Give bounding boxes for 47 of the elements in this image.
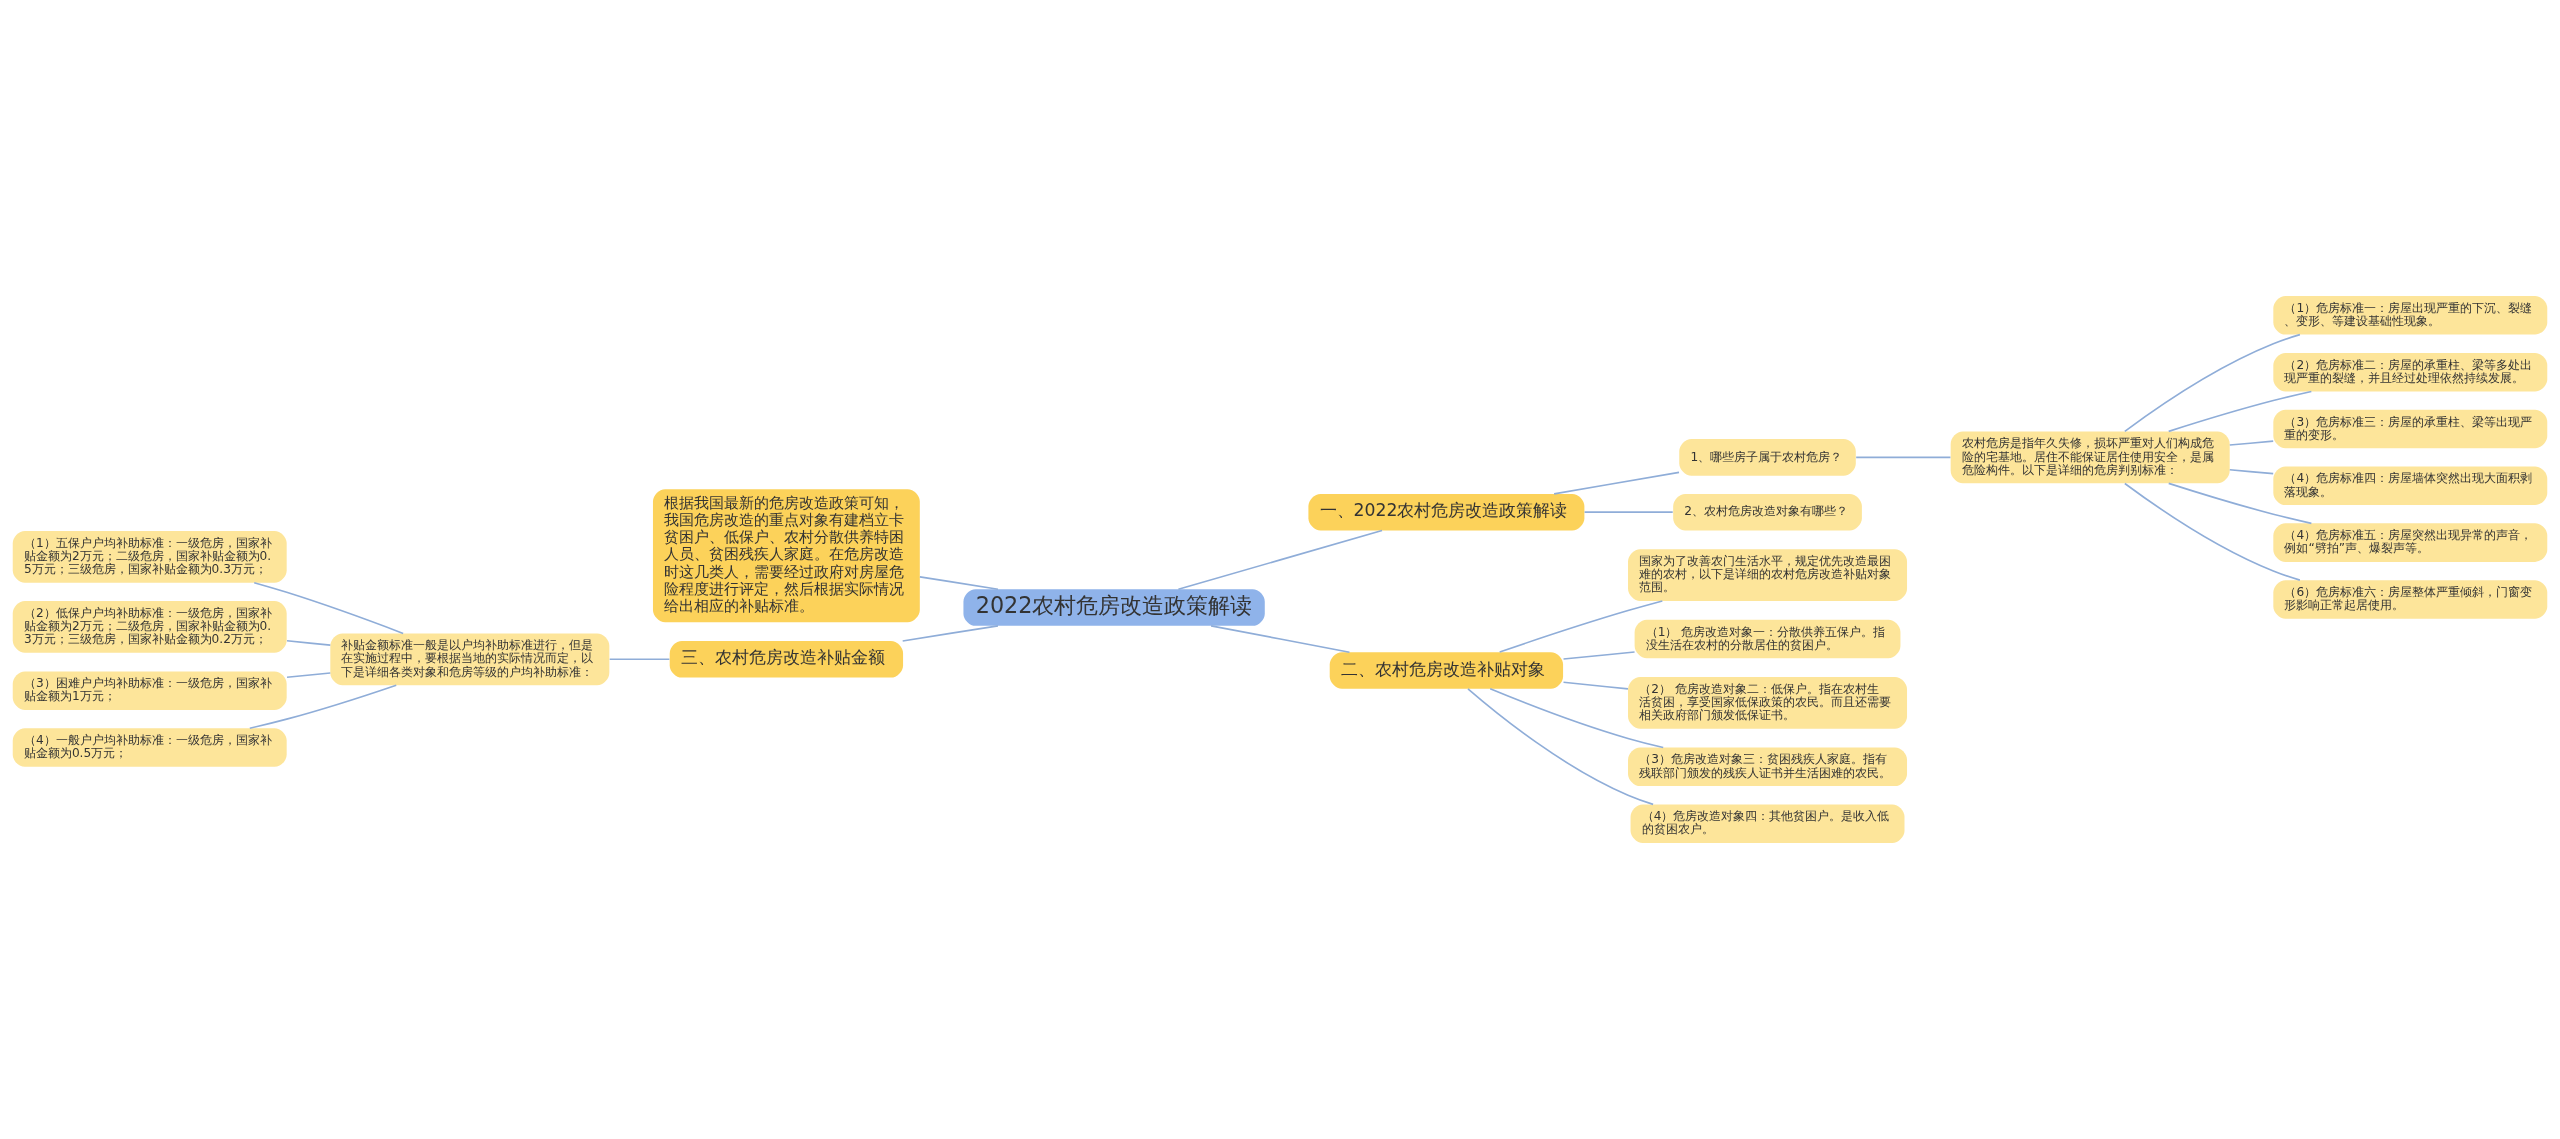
connector xyxy=(608,658,671,661)
node-box: （2） 危房改造对象二：低保户。指在农村生活贫困，享受国家低保政策的农民。而且还需要相关政府部门颁发低保证书。 xyxy=(1628,677,1908,729)
connector xyxy=(2124,482,2301,581)
connector xyxy=(286,639,332,646)
node-box: （3）危房改造对象三：贫困残疾人家庭。指有残联部门颁发的残疾人证书并生活困难的农民。 xyxy=(1628,747,1908,787)
connector xyxy=(2228,468,2274,475)
node-box: 一、2022农村危房改造政策解读 xyxy=(1308,493,1585,531)
connector xyxy=(1583,511,1674,513)
connector xyxy=(1210,625,1351,653)
connector xyxy=(1562,681,1629,690)
node-box: （4）一般户户均补助标准：一级危房，国家补贴金额为0.5万元； xyxy=(12,728,287,767)
connector xyxy=(1467,688,1654,806)
node-box: （1）五保户户均补助标准：一级危房，国家补贴金额为2万元；二级危房，国家补贴金额为0.5万元；三级危房，国家补贴金额为0.3万元； xyxy=(12,530,287,583)
node-box: 二、农村危房改造补贴对象 xyxy=(1329,652,1564,689)
node-box: 2022农村危房改造政策解读 xyxy=(963,589,1265,626)
node-box: （3）危房标准三：房屋的承重柱、梁等出现严重的变形。 xyxy=(2273,409,2548,449)
connector xyxy=(2124,333,2301,433)
connector xyxy=(2228,440,2274,446)
connector xyxy=(253,581,404,635)
connector xyxy=(1489,687,1664,749)
node-box: （1）危房标准一：房屋出现严重的下沉、裂缝、变形、等建设基础性现象。 xyxy=(2273,296,2548,335)
connector xyxy=(286,672,332,679)
node-box: 三、农村危房改造补贴金额 xyxy=(669,641,904,678)
node-box: 根据我国最新的危房改造政策可知，我国危房改造的重点对象有建档立卡贫困户、低保户、农村分散供养特困人员、贫困残疾人家庭。在危房改造时这几类人，需要经过政府对房屋危险程度进行评定，然后根据实际情况给出相应的补贴标准。 xyxy=(652,489,920,623)
connector xyxy=(1855,456,1952,459)
connector xyxy=(1177,529,1383,591)
connector xyxy=(1553,471,1680,495)
connector xyxy=(249,684,398,730)
node-box: 1、哪些房子属于农村危房？ xyxy=(1679,439,1856,476)
node-box: （4）危房改造对象四：其他贫困户。是收入低的贫困农户。 xyxy=(1630,804,1905,843)
connector xyxy=(2167,390,2313,433)
node-box: （4）危房标准五：房屋突然出现异常的声音，例如“劈拍”声、爆裂声等。 xyxy=(2273,523,2548,562)
node-box: 2、农村危房改造对象有哪些？ xyxy=(1673,493,1862,531)
node-box: 国家为了改善农门生活水平，规定优先改造最困难的农村，以下是详细的农村危房改造补贴对象范围。 xyxy=(1628,549,1908,601)
node-box: （3）困难户户均补助标准：一级危房，国家补贴金额为1万元； xyxy=(12,671,287,711)
node-box: （2）危房标准二：房屋的承重柱、梁等多处出现严重的裂缝，并且经过处理依然持续发展。 xyxy=(2273,352,2548,392)
node-box: （4）危房标准四：房屋墙体突然出现大面积剥落现象。 xyxy=(2273,466,2548,506)
node-box: 农村危房是指年久失修，损坏严重对人们构成危险的宅基地。居住不能保证居住使用安全，是属危险构件。以下是详细的危房判别标准： xyxy=(1950,431,2230,484)
connector xyxy=(919,576,999,591)
node-box: （6）危房标准六：房屋整体严重倾斜，门窗变形影响正常起居使用。 xyxy=(2273,580,2548,619)
connector xyxy=(2167,482,2313,525)
node-box: （2）低保户户均补助标准：一级危房，国家补贴金额为2万元；二级危房，国家补贴金额为0.3万元；三级危房，国家补贴金额为0.2万元； xyxy=(12,600,287,653)
connector xyxy=(1562,651,1636,660)
connector xyxy=(901,625,999,642)
node-box: 补贴金额标准一般是以户均补助标准进行，但是在实施过程中，要根据当地的实际情况而定，以下是详细各类对象和危房等级的户均补助标准： xyxy=(330,633,610,686)
node-box: （1） 危房改造对象一：分散供养五保户。指没生活在农村的分散居住的贫困户。 xyxy=(1634,619,1901,659)
connector xyxy=(1498,600,1664,653)
